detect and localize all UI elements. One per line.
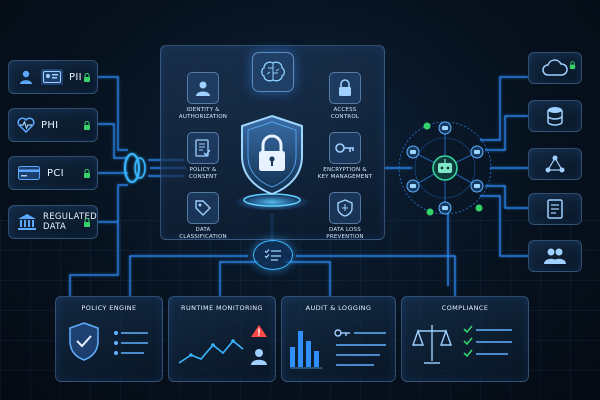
output-card-database[interactable]	[528, 100, 582, 132]
brain-icon	[261, 61, 285, 82]
lock-icon	[569, 61, 576, 69]
source-label-pii: PII	[69, 71, 82, 83]
lock-icon	[84, 121, 90, 130]
checklist-icon	[114, 331, 148, 355]
credit-card-icon	[17, 164, 41, 182]
checklist-icon	[264, 249, 281, 261]
module-label: ACCESS CONTROL	[330, 107, 360, 120]
module-label: POLICY & CONSENT	[188, 167, 218, 180]
bar-chart-icon	[290, 331, 319, 367]
panel-runtime-monitoring[interactable]: RUNTIME MONITORING	[168, 296, 276, 382]
panel-title: COMPLIANCE	[441, 304, 489, 312]
database-icon	[547, 107, 563, 126]
person-icon	[17, 68, 35, 86]
module-label: IDENTITY & AUTHORIZATION	[178, 107, 228, 120]
source-card-pci[interactable]: PCI	[8, 156, 98, 190]
panel-title: POLICY ENGINE	[81, 304, 137, 312]
module-label: DATA CLASSIFICATION	[179, 227, 227, 240]
bank-building-icon	[17, 213, 37, 231]
document-icon	[547, 199, 563, 219]
policy-engine-visual	[69, 322, 148, 361]
module-label: DATA LOSS PREVENTION	[326, 227, 364, 240]
module-data-classification[interactable]: DATA CLASSIFICATION	[168, 192, 238, 241]
module-policy-consent[interactable]: POLICY & CONSENT	[168, 132, 238, 181]
compliance-visual	[412, 325, 512, 364]
output-card-users[interactable]	[528, 240, 582, 272]
source-card-pii[interactable]: PII	[8, 60, 98, 94]
source-card-regulated-data[interactable]: REGULATED DATA	[8, 205, 98, 239]
alert-icon	[251, 325, 267, 337]
panel-audit-logging[interactable]: AUDIT & LOGGING	[281, 296, 396, 382]
audit-logging-visual	[290, 329, 386, 369]
user-icon	[187, 72, 219, 104]
key-icon	[329, 132, 361, 164]
tag-icon	[187, 192, 219, 224]
checklist-node[interactable]	[253, 240, 293, 270]
user-icon	[251, 349, 267, 365]
module-access-control[interactable]: ACCESS CONTROL	[310, 72, 380, 121]
scales-icon	[412, 325, 452, 364]
source-label-pci: PCI	[47, 167, 64, 179]
document-check-icon	[187, 132, 219, 164]
id-card-icon	[41, 69, 63, 85]
panel-compliance[interactable]: COMPLIANCE	[401, 296, 529, 382]
key-icon	[334, 329, 350, 337]
users-icon	[544, 248, 566, 264]
module-identity-authorization[interactable]: IDENTITY & AUTHORIZATION	[168, 72, 238, 121]
panel-policy-engine[interactable]: POLICY ENGINE	[55, 296, 163, 382]
panel-title: RUNTIME MONITORING	[181, 304, 263, 312]
source-card-phi[interactable]: PHI	[8, 108, 98, 142]
ai-brain-node[interactable]	[252, 52, 294, 92]
central-shield[interactable]	[232, 112, 312, 212]
output-card-cloud[interactable]	[528, 52, 582, 84]
output-card-network[interactable]	[528, 148, 582, 180]
runtime-monitoring-visual	[178, 325, 267, 365]
checklist-icon	[463, 325, 512, 358]
network-icon	[545, 155, 565, 173]
ai-agent-network	[406, 121, 484, 216]
module-data-loss-prevention[interactable]: DATA LOSS PREVENTION	[310, 192, 380, 241]
shield-small-icon	[329, 192, 361, 224]
robot-icon	[438, 159, 452, 173]
lock-icon	[84, 73, 90, 82]
heart-pulse-icon	[17, 116, 35, 134]
cloud-icon	[542, 59, 568, 76]
shield-check-icon	[69, 322, 99, 361]
lock-icon	[84, 169, 90, 178]
module-label: ENCRYPTION & KEY MANAGEMENT	[317, 167, 373, 180]
panel-title: AUDIT & LOGGING	[305, 304, 372, 312]
output-card-document[interactable]	[528, 193, 582, 225]
padlock-icon	[259, 134, 285, 171]
source-label-phi: PHI	[41, 119, 59, 131]
padlock-icon	[329, 72, 361, 104]
module-encryption-key-management[interactable]: ENCRYPTION & KEY MANAGEMENT	[305, 132, 385, 181]
source-label-regulated-data: REGULATED DATA	[43, 212, 97, 232]
lock-icon	[84, 218, 90, 227]
